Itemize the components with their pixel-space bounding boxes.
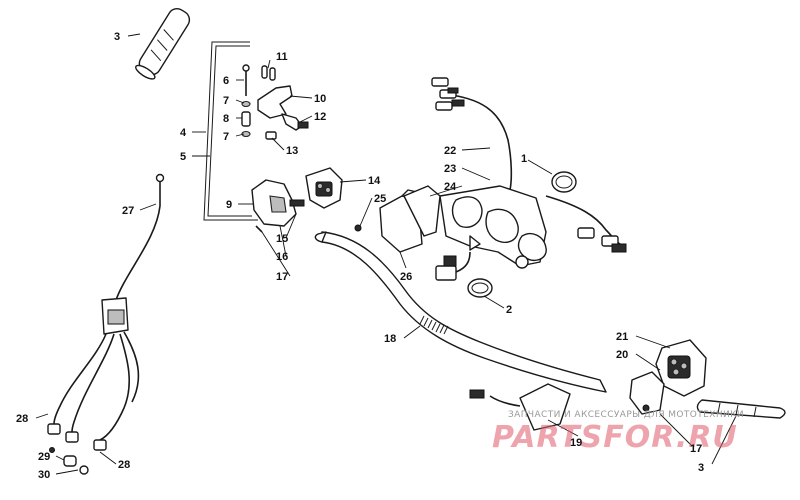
throttle-lever	[257, 85, 309, 131]
callout-15: 15	[276, 233, 288, 245]
callout-24: 24	[444, 181, 457, 193]
leader-lines	[35, 33, 737, 475]
center-console	[439, 185, 547, 269]
throttle-housing	[251, 179, 305, 233]
callout-23: 23	[444, 163, 456, 175]
callout-22: 22	[444, 145, 456, 157]
callout-7-lower: 7	[223, 131, 229, 143]
right-switch-housing	[655, 339, 707, 397]
connector-under-console	[435, 251, 471, 281]
switch-14	[305, 167, 343, 209]
callout-21: 21	[616, 331, 628, 343]
callout-8: 8	[223, 113, 229, 125]
callout-11: 11	[276, 51, 288, 63]
watermark-subtitle: ЗАПЧАСТИ И АКСЕССУАРЫ ДЛЯ МОТОТЕХНИКИ	[508, 410, 744, 420]
callout-4: 4	[180, 127, 187, 139]
pin-11	[261, 65, 276, 81]
callout-29: 29	[38, 451, 50, 463]
callout-16: 16	[276, 251, 288, 263]
watermark-brand: PARTSFOR.RU	[492, 420, 738, 455]
clamp-2	[467, 278, 493, 298]
callout-12: 12	[314, 111, 326, 123]
callout-26: 26	[400, 271, 412, 283]
cable-assembly	[47, 173, 165, 475]
callout-17-right: 17	[690, 443, 702, 455]
callout-1: 1	[521, 153, 527, 165]
left-grip	[135, 8, 191, 80]
callout-27: 27	[122, 205, 134, 217]
callout-5: 5	[180, 151, 186, 163]
handlebar	[314, 231, 607, 393]
heater-pad-19	[469, 383, 571, 431]
screw-6	[242, 64, 250, 96]
right-bracket-20	[629, 371, 665, 415]
right-grip	[696, 399, 786, 419]
callout-6: 6	[223, 75, 229, 87]
callout-28-left: 28	[16, 413, 28, 425]
callout-17-left: 17	[276, 271, 288, 283]
screw-25	[354, 224, 362, 232]
callout-30: 30	[38, 469, 50, 481]
callout-9: 9	[226, 199, 232, 211]
callout-19: 19	[570, 437, 582, 449]
callout-13: 13	[286, 145, 298, 157]
handlebar-knurl	[419, 315, 449, 335]
bracket-24	[403, 185, 441, 237]
callout-labels: 1 2 3 3 4 5 6 7 7 8 9 10 11 12 13 14 15 …	[16, 31, 704, 481]
callout-18: 18	[384, 333, 396, 345]
bushing-8	[241, 111, 251, 127]
callout-3-bottom: 3	[698, 462, 704, 474]
callout-10: 10	[314, 93, 326, 105]
wiring-harness	[431, 77, 627, 253]
nut-13	[265, 131, 277, 140]
callout-7-upper: 7	[223, 95, 229, 107]
callout-2: 2	[506, 304, 512, 316]
callout-3-top: 3	[114, 31, 120, 43]
callout-28-right: 28	[118, 459, 130, 471]
callout-25: 25	[374, 193, 386, 205]
clamp-1	[551, 171, 577, 193]
watermark: ЗАПЧАСТИ И АКСЕССУАРЫ ДЛЯ МОТОТЕХНИКИ PA…	[492, 410, 744, 455]
callout-14: 14	[368, 175, 381, 187]
callout-20: 20	[616, 349, 628, 361]
mount-frame	[203, 41, 258, 221]
